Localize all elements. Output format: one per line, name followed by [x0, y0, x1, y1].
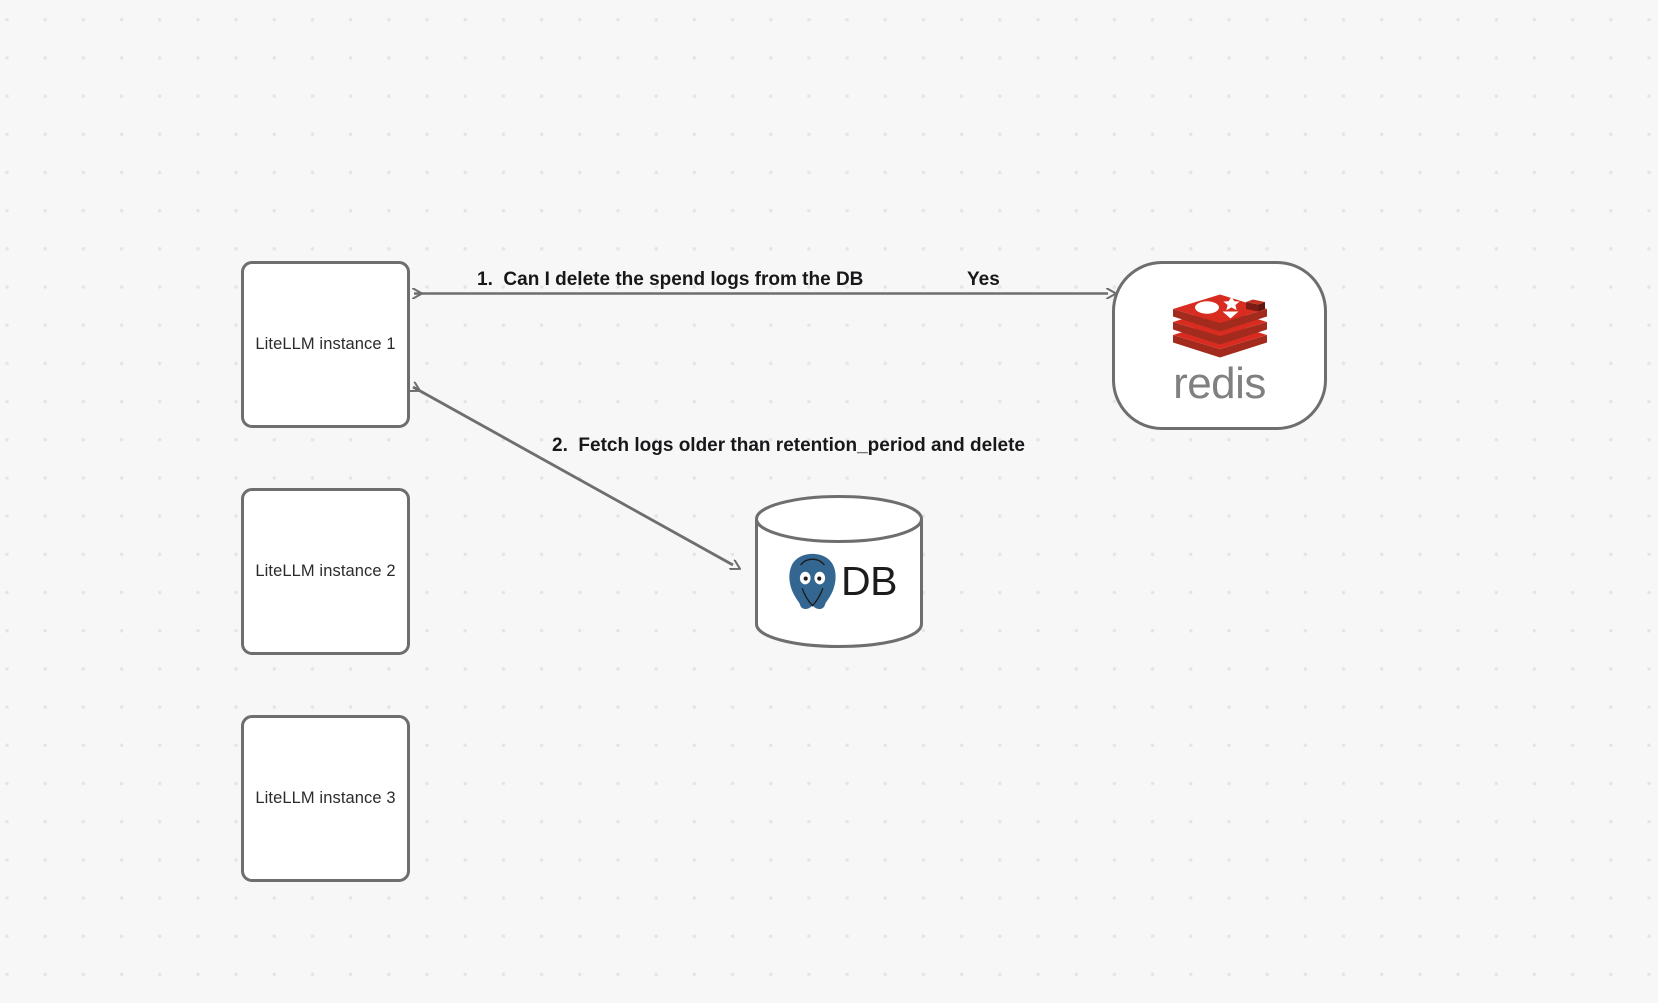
edge-label-1: 1. Can I delete the spend logs from the …: [477, 269, 864, 290]
edge-label-1-reply: Yes: [967, 269, 1000, 290]
node-database[interactable]: DB: [753, 493, 925, 650]
edge-label-2: 2. Fetch logs older than retention_perio…: [552, 435, 1025, 456]
node-litellm-instance-1[interactable]: LiteLLM instance 1: [241, 261, 410, 428]
postgresql-elephant-icon: [785, 553, 839, 609]
database-label: DB: [841, 557, 897, 604]
node-litellm-instance-2-label: LiteLLM instance 2: [255, 562, 396, 580]
database-label-group: DB: [753, 541, 925, 621]
redis-wordmark: redis: [1173, 359, 1266, 408]
edge-llm1-db-line: [413, 387, 733, 565]
database-cylinder-shape: [755, 495, 923, 649]
redis-logo-icon: [1172, 294, 1267, 358]
edge-llm1-db[interactable]: [413, 387, 733, 565]
node-litellm-instance-2[interactable]: LiteLLM instance 2: [241, 488, 410, 655]
node-redis[interactable]: redis: [1112, 261, 1327, 430]
node-litellm-instance-1-label: LiteLLM instance 1: [255, 335, 396, 353]
node-litellm-instance-3[interactable]: LiteLLM instance 3: [241, 715, 410, 882]
node-litellm-instance-3-label: LiteLLM instance 3: [255, 789, 396, 807]
